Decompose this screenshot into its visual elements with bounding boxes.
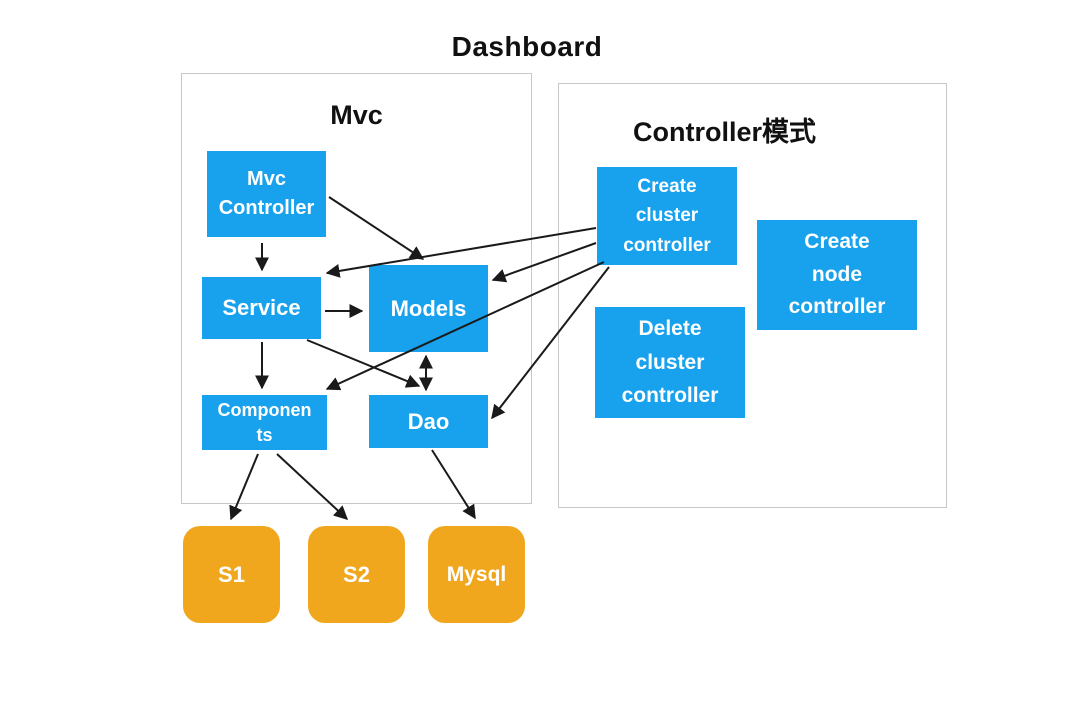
node-s2: S2	[308, 526, 405, 623]
node-dao: Dao	[369, 395, 488, 448]
mvc-group-title: Mvc	[330, 100, 383, 130]
node-components: Componen ts	[202, 395, 327, 450]
node-models: Models	[369, 265, 488, 352]
controller-group-title: Controller模式	[632, 117, 816, 147]
node-delete-cluster-controller: Delete cluster controller	[595, 307, 745, 418]
node-s1: S1	[183, 526, 280, 623]
node-mysql: Mysql	[428, 526, 525, 623]
node-service: Service	[202, 277, 321, 339]
page-title: Dashboard	[451, 31, 603, 62]
node-create-node-controller: Create node controller	[757, 220, 917, 330]
node-mvc-controller: Mvc Controller	[207, 151, 326, 237]
node-create-cluster-controller: Create cluster controller	[597, 167, 737, 265]
